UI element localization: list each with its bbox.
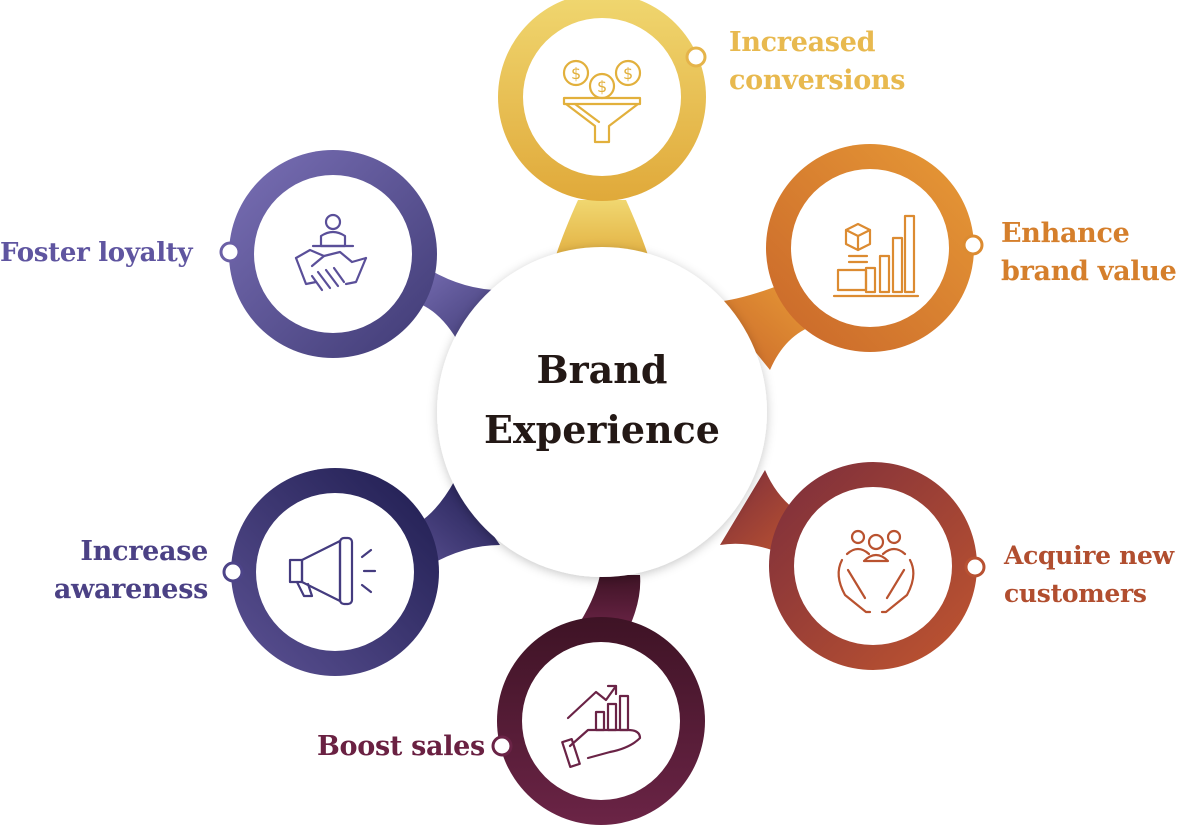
node-foster-loyalty bbox=[229, 150, 500, 358]
label-increased-conversions: Increased conversions bbox=[729, 24, 905, 100]
label-line: Acquire new bbox=[1004, 541, 1174, 570]
connector-dot-increase-awareness bbox=[222, 561, 244, 583]
node-acquire-new-customers bbox=[720, 462, 977, 670]
label-line: Boost sales bbox=[317, 731, 485, 762]
label-increase-awareness: Increase awareness bbox=[40, 533, 208, 609]
node-increased-conversions bbox=[498, 0, 706, 268]
connector-dot-acquire-new-customers bbox=[964, 556, 986, 578]
hand-chart-icon bbox=[561, 684, 642, 769]
label-line: Enhance bbox=[1001, 218, 1130, 249]
label-line: customers bbox=[1004, 579, 1147, 608]
megaphone-icon bbox=[288, 536, 377, 606]
hands-people-icon bbox=[837, 529, 915, 614]
node-enhance-brand-value bbox=[715, 144, 974, 370]
label-line: Increased bbox=[729, 27, 876, 58]
center-hub bbox=[437, 247, 767, 577]
label-line: brand value bbox=[1001, 256, 1177, 287]
connector-dot-foster-loyalty bbox=[219, 241, 241, 263]
connector-dot-enhance-brand-value bbox=[962, 234, 984, 256]
center-title-line-1: Brand bbox=[536, 347, 668, 392]
label-boost-sales: Boost sales bbox=[317, 728, 485, 766]
label-acquire-new-customers: Acquire new customers bbox=[1004, 537, 1174, 613]
growth-bars-icon bbox=[832, 214, 920, 298]
center-title-line-2: Experience bbox=[484, 407, 720, 452]
label-line: awareness bbox=[53, 574, 208, 605]
label-line: Increase bbox=[80, 536, 208, 567]
connector-dot-increased-conversions bbox=[685, 46, 707, 68]
funnel-coins-icon: $ $ $ bbox=[562, 59, 642, 144]
handshake-icon bbox=[294, 213, 368, 292]
node-boost-sales bbox=[497, 575, 705, 825]
svg-text:$: $ bbox=[597, 77, 607, 96]
svg-text:$: $ bbox=[623, 64, 633, 83]
label-enhance-brand-value: Enhance brand value bbox=[1001, 215, 1177, 291]
node-increase-awareness bbox=[231, 468, 500, 676]
connector-dot-boost-sales bbox=[491, 735, 513, 757]
center-title: Brand Experience bbox=[437, 340, 767, 460]
label-line: conversions bbox=[729, 65, 906, 96]
label-line: Foster loyalty bbox=[0, 238, 193, 268]
label-foster-loyalty: Foster loyalty bbox=[0, 234, 193, 272]
svg-text:$: $ bbox=[571, 64, 581, 83]
